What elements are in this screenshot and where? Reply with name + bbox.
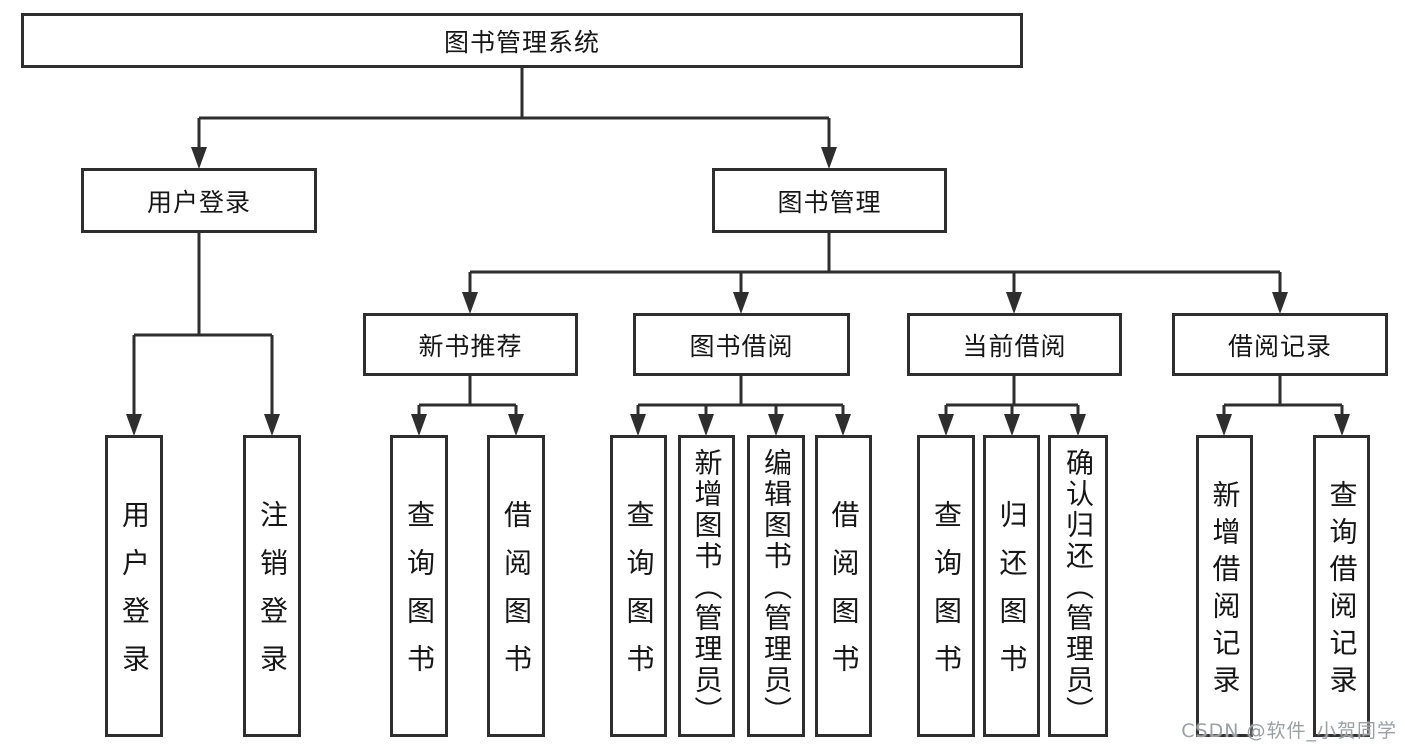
leaf-add-borrow-record: 新增借阅记录 [1196, 435, 1253, 737]
node-user-login: 用户登录 [81, 168, 317, 233]
node-book-borrow: 图书借阅 [633, 313, 850, 376]
leaf-user-login: 用户登录 [105, 435, 163, 737]
node-book-management: 图书管理 [712, 168, 947, 233]
leaf-borrow-borrow-book: 借阅图书 [815, 435, 872, 737]
leaf-newbooks-query-book: 查询图书 [390, 435, 448, 737]
leaf-current-query-book: 查询图书 [917, 435, 975, 737]
node-current-borrow: 当前借阅 [907, 313, 1122, 376]
leaf-borrow-query-book: 查询图书 [610, 435, 667, 737]
leaf-newbooks-borrow-book: 借阅图书 [487, 435, 545, 737]
leaf-add-book-admin: 新增图书（管理员） [678, 435, 735, 737]
node-root-library-system: 图书管理系统 [21, 13, 1023, 68]
leaf-query-borrow-record: 查询借阅记录 [1313, 435, 1370, 737]
leaf-edit-book-admin: 编辑图书（管理员） [747, 435, 805, 737]
arrowheads [126, 147, 1350, 436]
csdn-watermark: CSDN @软件_小贺同学 [1181, 720, 1397, 742]
node-new-book-recommend: 新书推荐 [363, 313, 578, 376]
leaf-logout: 注销登录 [243, 435, 301, 737]
node-borrow-records: 借阅记录 [1172, 313, 1388, 376]
leaf-confirm-return-admin: 确认归还（管理员） [1048, 435, 1108, 737]
leaf-return-book: 归还图书 [983, 435, 1040, 737]
